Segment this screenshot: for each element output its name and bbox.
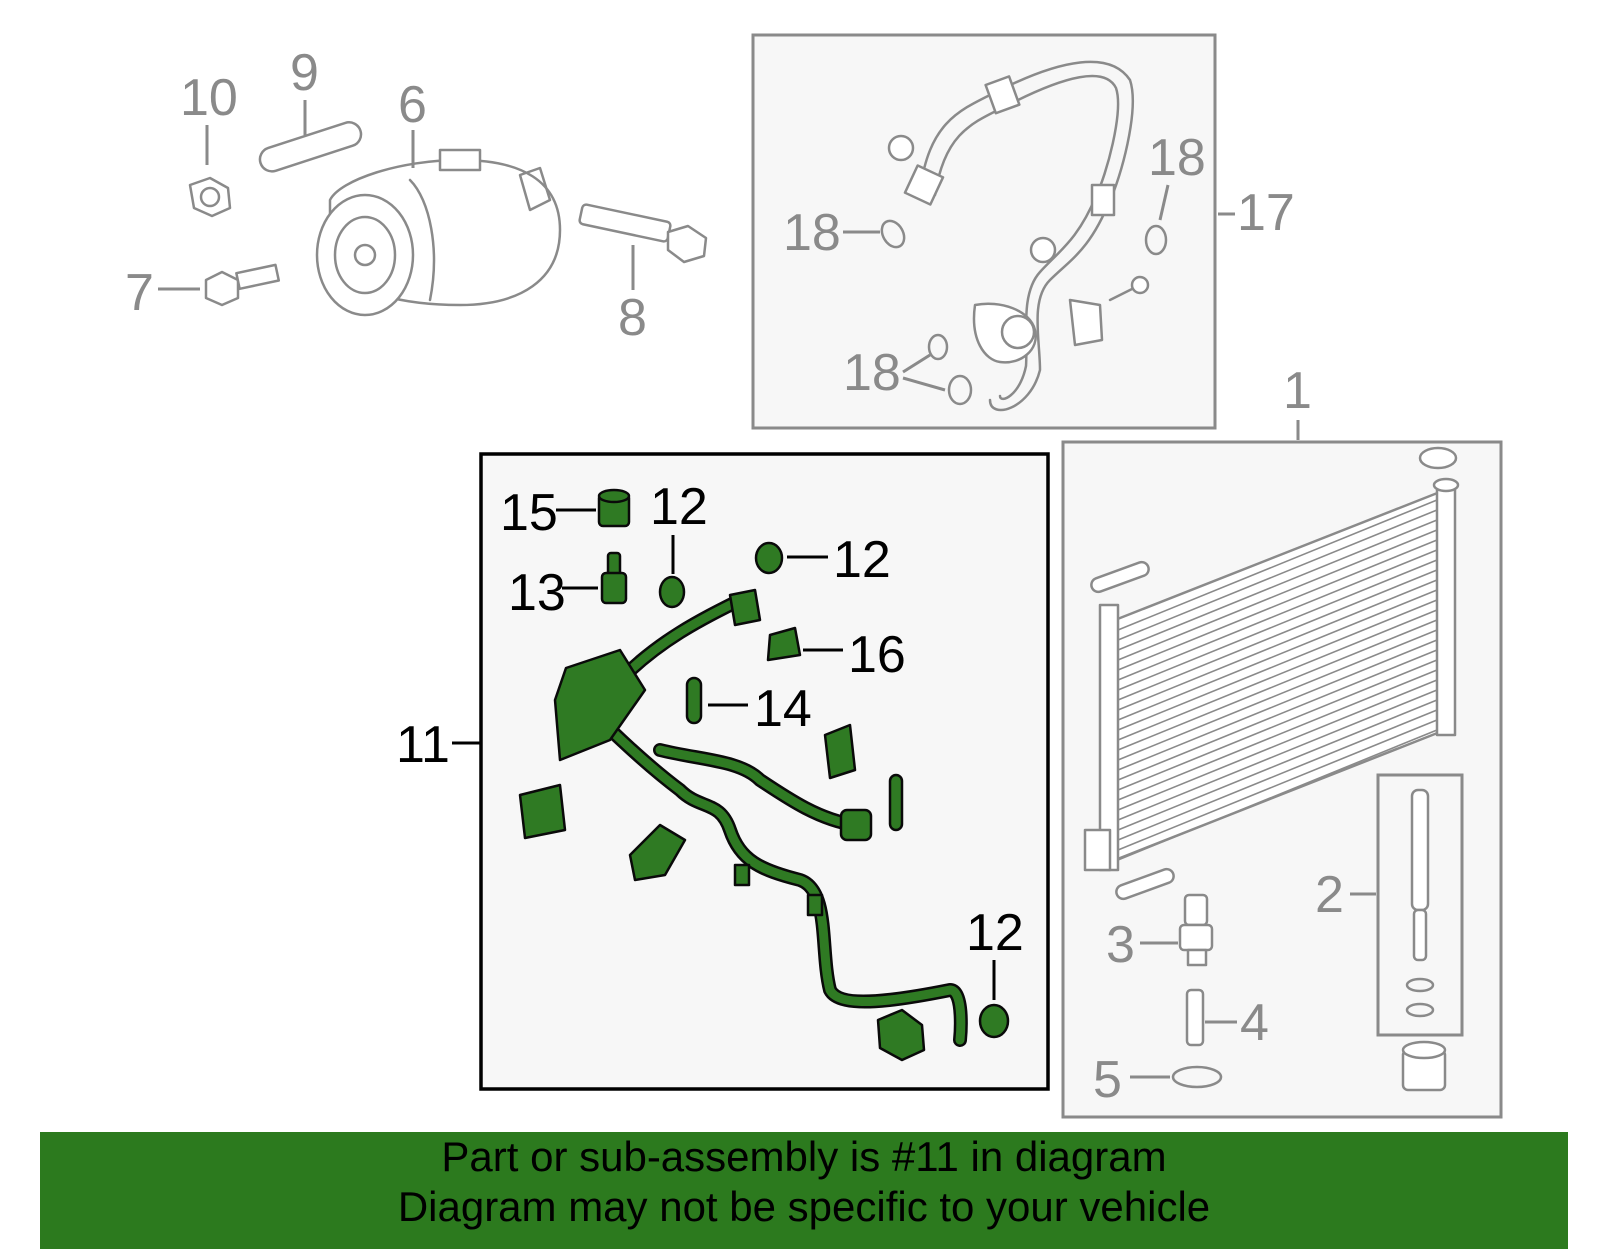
stud-9 xyxy=(258,121,363,173)
arrow-18-right xyxy=(1158,184,1170,221)
valve-4 xyxy=(1185,988,1205,1047)
condenser-fin xyxy=(1117,499,1438,631)
hose-assembly-drawing xyxy=(887,60,1150,412)
o-ring-5 xyxy=(1171,1065,1223,1089)
condenser-fin xyxy=(1117,579,1438,711)
callout-18-right: 18 xyxy=(1148,129,1206,187)
parts-diagram: 18 18 18 17 10 9 6 7 8 1 xyxy=(125,33,1503,1119)
footer-line-2: Diagram may not be specific to your vehi… xyxy=(397,1183,1211,1230)
hose-assembly-box xyxy=(751,33,1217,430)
condenser-fin xyxy=(1117,669,1438,801)
arrow-18-bottom-b xyxy=(902,376,946,392)
footer-banner: Part or sub-assembly is #11 in diagram D… xyxy=(40,1132,1568,1249)
arrow-18-bottom-a xyxy=(902,353,931,374)
callout-5: 5 xyxy=(1093,1051,1122,1109)
callout-10: 10 xyxy=(180,69,238,127)
plug-bottom xyxy=(1401,1040,1447,1092)
condenser-fin xyxy=(1117,539,1438,671)
clip-16 xyxy=(766,626,802,662)
callout-3: 3 xyxy=(1106,916,1135,974)
condenser-fin xyxy=(1117,589,1438,721)
bolt-7 xyxy=(204,263,281,307)
callout-12-right: 12 xyxy=(833,531,891,589)
callout-18-left: 18 xyxy=(783,204,841,262)
callout-2: 2 xyxy=(1315,866,1344,924)
condenser-fin xyxy=(1117,729,1438,861)
condenser-fin xyxy=(1117,529,1438,661)
bolt-8 xyxy=(578,203,708,264)
callout-18-bottom: 18 xyxy=(843,344,901,402)
seal-12-bottom xyxy=(978,1003,1010,1039)
receiver-dryer-drawing xyxy=(1405,788,1435,1018)
condenser-fin xyxy=(1117,629,1438,761)
condenser-fin xyxy=(1117,649,1438,781)
seal-12-top xyxy=(658,575,686,609)
condenser-fin xyxy=(1117,679,1438,811)
condenser-drawing xyxy=(1083,446,1460,901)
callout-6: 6 xyxy=(398,76,427,134)
footer-line-1: Part or sub-assembly is #11 in diagram xyxy=(441,1133,1167,1180)
condenser-fin xyxy=(1117,639,1438,771)
cap-15 xyxy=(597,488,631,528)
condenser-fin xyxy=(1117,699,1438,831)
callout-11: 11 xyxy=(396,716,450,774)
condenser-fin xyxy=(1117,559,1438,691)
condenser-fin xyxy=(1117,599,1438,731)
callout-17: 17 xyxy=(1237,184,1295,242)
condenser-fin xyxy=(1117,709,1438,841)
condenser-fin xyxy=(1117,659,1438,791)
condenser-fin xyxy=(1117,519,1438,651)
callout-1: 1 xyxy=(1283,362,1312,420)
nut-10 xyxy=(188,176,232,218)
callout-4: 4 xyxy=(1240,994,1269,1052)
callout-12-top: 12 xyxy=(650,478,708,536)
callout-9: 9 xyxy=(290,44,319,102)
o-ring-seals xyxy=(880,219,1168,406)
condenser-fin xyxy=(1117,609,1438,741)
callout-13: 13 xyxy=(508,564,566,622)
callout-8: 8 xyxy=(618,289,647,347)
bracket-parts xyxy=(518,723,904,882)
condenser-fin xyxy=(1117,549,1438,681)
callout-12-bottom: 12 xyxy=(966,904,1024,962)
valve-13 xyxy=(600,551,628,605)
hose-11-drawing xyxy=(553,588,968,1062)
compressor-drawing xyxy=(315,148,562,317)
seal-12-right xyxy=(754,541,784,575)
condenser-fin xyxy=(1117,719,1438,851)
condenser-fin xyxy=(1117,569,1438,701)
condenser-fin xyxy=(1117,509,1438,641)
callout-15: 15 xyxy=(500,484,558,542)
callout-14: 14 xyxy=(754,680,812,738)
pressure-sensor-3 xyxy=(1178,893,1214,967)
sleeve-14 xyxy=(685,676,703,725)
callout-16: 16 xyxy=(848,626,906,684)
callout-7: 7 xyxy=(125,264,154,322)
condenser-fin xyxy=(1117,689,1438,821)
condenser-fin xyxy=(1117,619,1438,751)
